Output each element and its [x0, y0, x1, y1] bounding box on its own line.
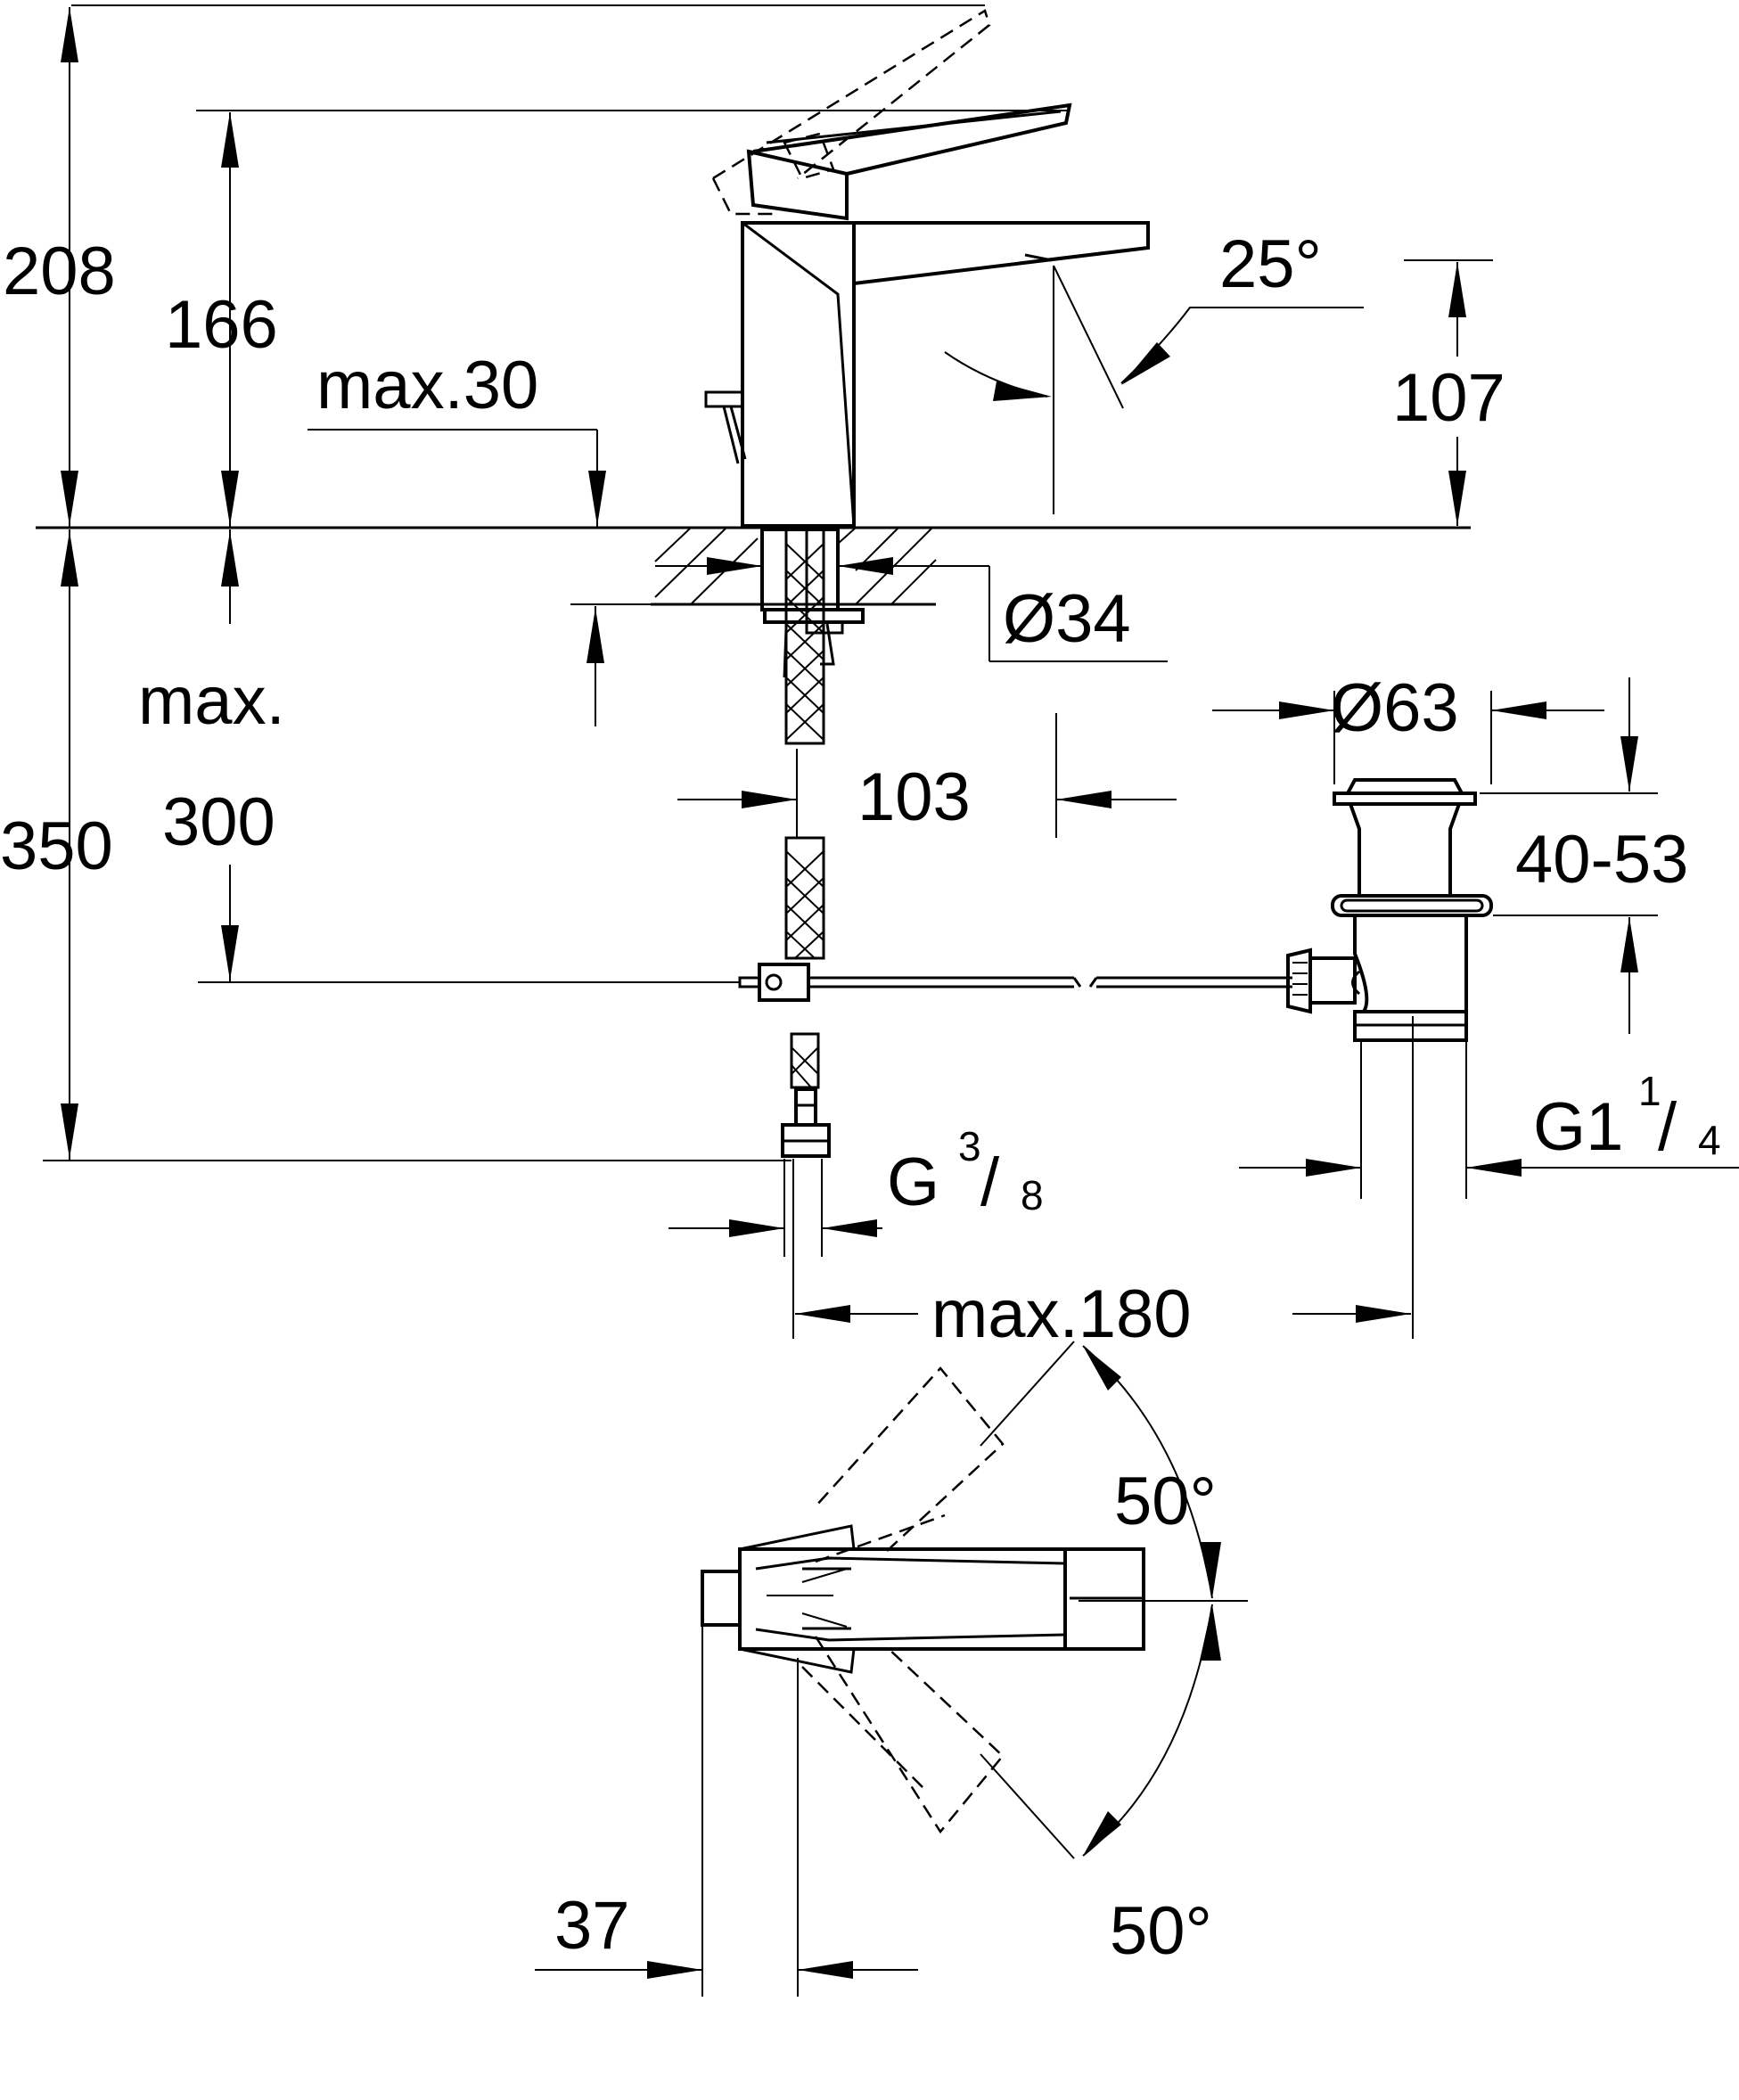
label-50deg-bottom: 50° [1110, 1893, 1212, 1969]
label-25deg: 25° [1219, 226, 1322, 302]
label-g114-denominator: 4 [1698, 1117, 1721, 1163]
label-g114-numerator: 1 [1638, 1068, 1661, 1114]
label-g38-numerator: 3 [958, 1123, 981, 1169]
label-40-53: 40-53 [1515, 822, 1688, 898]
faucet-top-view [535, 1341, 1248, 1997]
dimension-labels: 208 166 max.30 25° 107 Ø34 max. 300 350 … [0, 226, 1721, 1969]
label-max: max. [138, 663, 285, 739]
braided-hose [781, 528, 831, 1158]
label-dia63: Ø63 [1331, 670, 1459, 746]
label-g38-slash: / [980, 1144, 1000, 1220]
label-g114: G1 [1533, 1089, 1623, 1165]
dimension-lines [43, 4, 1739, 1339]
label-dia34: Ø34 [1003, 581, 1131, 657]
label-166: 166 [165, 287, 278, 363]
label-g114-slash: / [1658, 1089, 1677, 1165]
faucet-side-view [704, 9, 1150, 528]
label-300: 300 [162, 784, 275, 860]
label-107: 107 [1392, 360, 1505, 436]
label-103: 103 [857, 759, 971, 835]
drain-waste [1286, 778, 1493, 1042]
popup-linkage [738, 963, 1292, 1002]
dimension-arrows [61, 7, 1638, 1323]
label-max180: max.180 [931, 1276, 1192, 1352]
label-350: 350 [0, 808, 113, 884]
label-50deg-upper: 50° [1114, 1464, 1217, 1539]
label-g38-denominator: 8 [1021, 1172, 1044, 1218]
label-max30: max.30 [316, 348, 538, 423]
label-208: 208 [3, 234, 116, 309]
label-37: 37 [554, 1888, 630, 1964]
label-g38: G [887, 1144, 939, 1220]
